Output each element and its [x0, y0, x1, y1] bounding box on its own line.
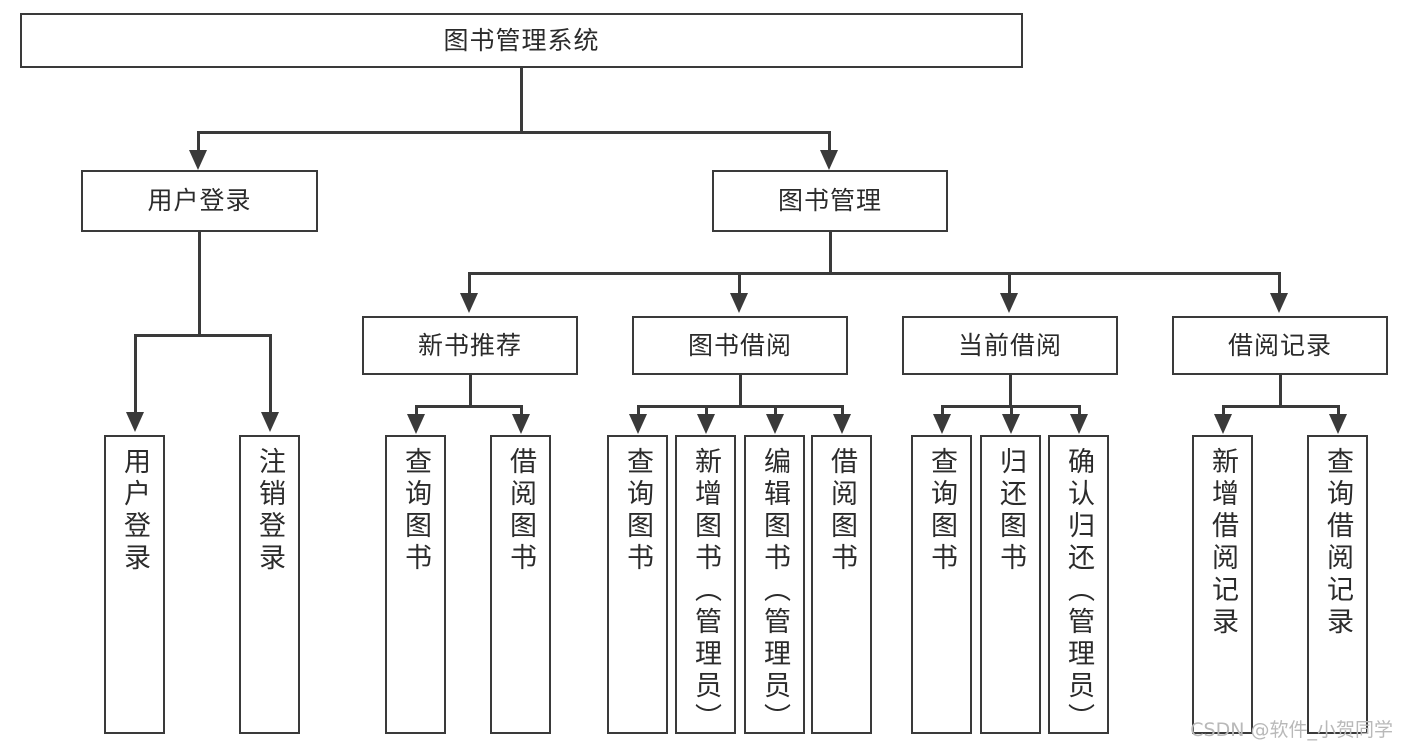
node-label: 新书推荐	[417, 330, 522, 360]
node-label: 用户登录	[147, 186, 252, 216]
connector-bb-leaf-4	[841, 405, 844, 417]
node-label: 查询图书	[400, 447, 431, 575]
node-book-management[interactable]: 图书管理	[712, 170, 948, 232]
arrow-br-leaf-2	[1329, 414, 1347, 434]
node-label: 查询图书	[622, 447, 653, 575]
arrow-bb-leaf-4	[833, 414, 851, 434]
connector-to-borrow-record	[1278, 272, 1281, 296]
leaf-user-login[interactable]: 用户登录	[104, 435, 165, 734]
arrow-cb-leaf-1	[933, 414, 951, 434]
arrow-to-borrow-record	[1270, 293, 1288, 313]
leaf-query-borrow-record[interactable]: 查询借阅记录	[1307, 435, 1368, 734]
arrow-to-leaf-user-login	[126, 412, 144, 432]
node-label: 图书管理系统	[443, 25, 600, 55]
connector-book-borrow-stem	[739, 375, 742, 407]
node-new-book-recommend[interactable]: 新书推荐	[362, 316, 578, 375]
leaf-edit-book[interactable]: 编辑图书（管理员）	[744, 435, 805, 735]
leaf-return-book[interactable]: 归还图书	[980, 435, 1041, 734]
leaf-borrow-book-recommend[interactable]: 借阅图书	[490, 435, 551, 734]
arrow-to-book-manage	[820, 150, 838, 170]
connector-to-leaf-user-login	[134, 334, 137, 416]
connector-book-manage-stem	[829, 232, 832, 274]
connector-to-new-book-recommend	[468, 272, 471, 296]
leaf-query-book-borrow[interactable]: 查询图书	[607, 435, 668, 734]
node-label: 编辑图书（管理员）	[759, 447, 790, 735]
arrow-nb-leaf-2	[512, 414, 530, 434]
connector-nb-leaf-2	[520, 405, 523, 417]
node-label: 查询图书	[926, 447, 957, 575]
connector-cb-leaf-1	[941, 405, 944, 417]
connector-new-book-stem	[469, 375, 472, 407]
connector-bb-leaf-1	[637, 405, 640, 417]
connector-bb-leaf-2	[705, 405, 708, 417]
arrow-bb-leaf-3	[766, 414, 784, 434]
node-label: 归还图书	[995, 447, 1026, 575]
connector-borrow-record-stem	[1279, 375, 1282, 407]
node-label: 查询借阅记录	[1322, 447, 1353, 639]
connector-current-borrow-stem	[1009, 375, 1012, 407]
arrow-bb-leaf-2	[697, 414, 715, 434]
connector-to-leaf-logout-login	[269, 334, 272, 416]
leaf-logout-login[interactable]: 注销登录	[239, 435, 300, 734]
connector-root-stem	[520, 68, 523, 133]
connector-root-to-book-manage	[828, 131, 831, 155]
node-borrow-record[interactable]: 借阅记录	[1172, 316, 1388, 375]
node-label: 注销登录	[254, 447, 285, 575]
node-book-borrow[interactable]: 图书借阅	[632, 316, 848, 375]
connector-user-login-bus	[134, 334, 272, 337]
arrow-to-leaf-logout-login	[261, 412, 279, 432]
leaf-add-borrow-record[interactable]: 新增借阅记录	[1192, 435, 1253, 734]
connector-br-leaf-2	[1337, 405, 1340, 417]
node-current-borrow[interactable]: 当前借阅	[902, 316, 1118, 375]
node-label: 确认归还（管理员）	[1063, 447, 1094, 735]
leaf-query-book-recommend[interactable]: 查询图书	[385, 435, 446, 734]
node-label: 新增图书（管理员）	[690, 447, 721, 735]
connector-to-book-borrow	[738, 272, 741, 296]
arrow-bb-leaf-1	[629, 414, 647, 434]
node-label: 用户登录	[119, 447, 150, 575]
connector-book-borrow-bus	[637, 405, 843, 408]
connector-cb-leaf-3	[1078, 405, 1081, 417]
arrow-to-user-login	[189, 150, 207, 170]
connector-root-bus	[197, 131, 831, 134]
leaf-confirm-return[interactable]: 确认归还（管理员）	[1048, 435, 1109, 735]
arrow-nb-leaf-1	[407, 414, 425, 434]
node-label: 图书借阅	[687, 330, 792, 360]
connector-borrow-record-bus	[1222, 405, 1340, 408]
node-user-login[interactable]: 用户登录	[81, 170, 318, 232]
node-label: 借阅图书	[505, 447, 536, 575]
connector-book-manage-bus	[468, 272, 1280, 275]
connector-cb-leaf-2	[1010, 405, 1013, 417]
connector-new-book-bus	[415, 405, 523, 408]
node-label: 借阅记录	[1227, 330, 1332, 360]
node-root-book-management-system[interactable]: 图书管理系统	[20, 13, 1023, 68]
leaf-add-book[interactable]: 新增图书（管理员）	[675, 435, 736, 735]
node-label: 借阅图书	[826, 447, 857, 575]
node-label: 图书管理	[777, 186, 882, 216]
csdn-watermark: CSDN @软件_小贺同学	[1190, 719, 1393, 741]
connector-to-current-borrow	[1008, 272, 1011, 296]
arrow-to-new-book-recommend	[460, 293, 478, 313]
connector-user-login-stem	[198, 232, 201, 336]
node-label: 当前借阅	[957, 330, 1062, 360]
arrow-br-leaf-1	[1214, 414, 1232, 434]
connector-root-to-user-login	[197, 131, 200, 155]
leaf-query-book-current[interactable]: 查询图书	[911, 435, 972, 734]
connector-bb-leaf-3	[774, 405, 777, 417]
arrow-cb-leaf-2	[1002, 414, 1020, 434]
leaf-borrow-book[interactable]: 借阅图书	[811, 435, 872, 734]
node-label: 新增借阅记录	[1207, 447, 1238, 639]
connector-nb-leaf-1	[415, 405, 418, 417]
arrow-cb-leaf-3	[1070, 414, 1088, 434]
arrow-to-book-borrow	[730, 293, 748, 313]
connector-br-leaf-1	[1222, 405, 1225, 417]
arrow-to-current-borrow	[1000, 293, 1018, 313]
